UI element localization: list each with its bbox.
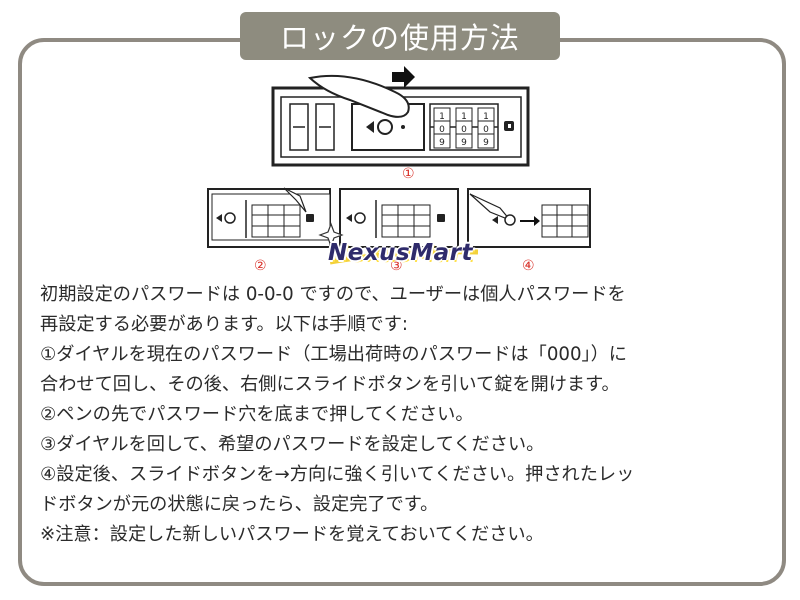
- instruction-line: ④設定後、スライドボタンを→方向に強く引いてください。押されたレッ: [40, 464, 635, 485]
- dial-digit: 9: [461, 138, 467, 148]
- slide-arrow-icon: [392, 66, 415, 88]
- step-number-3: ③: [390, 258, 403, 274]
- instruction-line: 再設定する必要があります。以下は手順です:: [40, 314, 409, 335]
- dial-digit: 0: [483, 125, 489, 135]
- logo-underline: [329, 249, 479, 265]
- step-number-2: ②: [254, 258, 267, 274]
- instruction-line: ①ダイヤルを現在のパスワード（工場出荷時のパスワードは「000」）に: [40, 344, 627, 365]
- instruction-line: ③ダイヤルを回して、希望のパスワードを設定してください。: [40, 434, 545, 455]
- instruction-line: ②ペンの先でパスワード穴を底まで押してください。: [40, 404, 474, 425]
- step-number-1: ①: [402, 166, 415, 182]
- arrow-right-icon: [520, 216, 540, 226]
- instruction-line: 初期設定のパスワードは 0-0-0 ですので、ユーザーは個人パスワードを: [40, 284, 626, 305]
- page-title: ロックの使用方法: [240, 12, 560, 60]
- dial-digit: 1: [461, 112, 467, 122]
- step-number-4: ④: [522, 258, 535, 274]
- instruction-line: 合わせて回し、その後、右側にスライドボタンを引いて錠を開けます。: [40, 374, 620, 395]
- instructions: 初期設定のパスワードは 0-0-0 ですので、ユーザーは個人パスワードを 再設定…: [40, 280, 770, 550]
- instruction-line: ※注意：設定した新しいパスワードを覚えておいてください。: [40, 524, 544, 545]
- dial-digit: 9: [439, 138, 445, 148]
- dial-digit: 0: [461, 125, 467, 135]
- instruction-line: ドボタンが元の状態に戻ったら、設定完了です。: [40, 494, 439, 515]
- brand-logo: NexusMart: [328, 240, 473, 266]
- lock-illustration-step3: [339, 188, 459, 248]
- lock-illustration-step4: [467, 188, 591, 248]
- dial-digit: 1: [439, 112, 445, 122]
- dial-digit: 0: [439, 125, 445, 135]
- lock-illustration-step2: [207, 187, 331, 248]
- lock-diagram: 1 1 1 0 0 0 9 9 9: [207, 66, 591, 265]
- dial-digit: 1: [483, 112, 489, 122]
- sparkle-icon: [318, 222, 344, 248]
- dial-digit: 9: [483, 138, 489, 148]
